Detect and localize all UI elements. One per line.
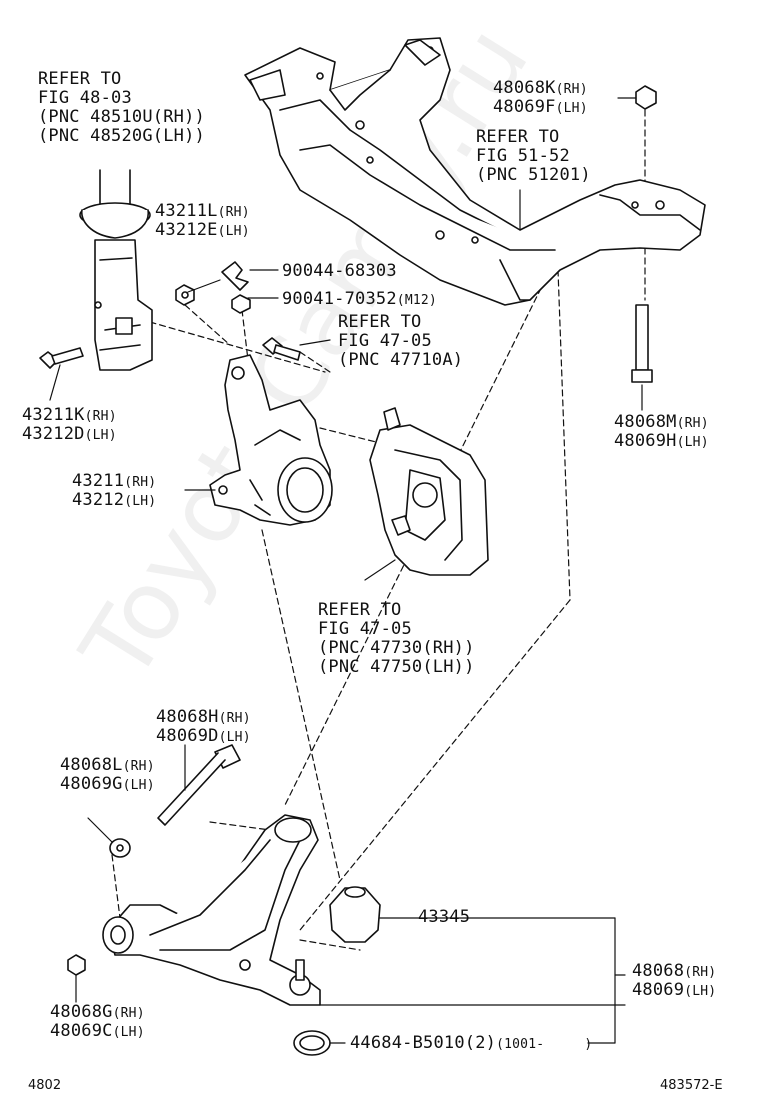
brake-bolt-ref-line-1: REFER TO <box>338 312 422 332</box>
strut-ref-line-2: FIG 48-03 <box>38 88 132 108</box>
footer-figure-id: 483572-E <box>660 1078 723 1093</box>
label-90041: 90041-70352(M12) <box>282 289 437 309</box>
caliper-ref-line-3: (PNC 47730(RH)) <box>318 638 475 658</box>
strut-nut <box>175 284 195 306</box>
top-nut <box>635 85 657 110</box>
label-48069G: 48069G(LH) <box>60 774 155 794</box>
label-48068G: 48068G(RH) <box>50 1002 145 1022</box>
label-43212E: 43212E(LH) <box>155 220 250 240</box>
label-48069H: 48069H(LH) <box>614 431 709 451</box>
label-43212: 43212(LH) <box>72 490 157 510</box>
label-43211L: 43211L(RH) <box>155 201 250 221</box>
strut-ref-line-1: REFER TO <box>38 69 122 89</box>
strut <box>79 169 153 371</box>
bushing <box>329 886 381 943</box>
label-43212D: 43212D(LH) <box>22 424 117 444</box>
label-48068H: 48068H(RH) <box>156 707 251 727</box>
caliper-ref-line-2: FIG 47-05 <box>318 619 412 639</box>
label-48069C: 48069C(LH) <box>50 1021 145 1041</box>
label-44684: 44684-B5010(2)(1001- ) <box>350 1033 593 1053</box>
brake-bolt-ref-line-2: FIG 47-05 <box>338 331 432 351</box>
leader-lines <box>49 97 643 1044</box>
label-43345: 43345 <box>418 907 471 927</box>
strut-ref-line-4: (PNC 48520G(LH)) <box>38 126 205 146</box>
strut-bolt <box>39 347 84 369</box>
steering-knuckle <box>209 354 333 526</box>
brake-bolt <box>262 337 301 361</box>
label-48068M: 48068M(RH) <box>614 412 709 432</box>
footer-page-code: 4802 <box>28 1078 62 1093</box>
brake-caliper <box>369 407 489 576</box>
label-48068: 48068(RH) <box>632 961 717 981</box>
brake-bolt-ref-line-3: (PNC 47710A) <box>338 350 464 370</box>
label-90044: 90044-68303 <box>282 261 397 281</box>
lower-control-arm <box>102 814 321 1006</box>
arm-bolt <box>157 744 241 826</box>
crossmember <box>244 37 706 306</box>
label-48068L: 48068L(RH) <box>60 755 155 775</box>
crossmember-ref-line-1: REFER TO <box>476 127 560 147</box>
washer <box>109 838 131 858</box>
label-48069: 48069(LH) <box>632 980 717 1000</box>
label-43211K: 43211K(RH) <box>22 405 117 425</box>
label-43211: 43211(RH) <box>72 471 157 491</box>
strut-ref-line-3: (PNC 48510U(RH)) <box>38 107 205 127</box>
arm-nut <box>67 954 86 976</box>
label-48069D: 48069D(LH) <box>156 726 251 746</box>
dashed-guide-lines <box>111 109 646 951</box>
mount-bolt <box>631 304 653 383</box>
caliper-ref-line-4: (PNC 47750(LH)) <box>318 657 475 677</box>
label-48069F: 48069F(LH) <box>493 97 588 117</box>
label-48068K: 48068K(RH) <box>493 78 588 98</box>
crossmember-ref-line-2: FIG 51-52 <box>476 146 570 166</box>
crossmember-ref-line-3: (PNC 51201) <box>476 165 591 185</box>
snap-ring <box>293 1030 331 1056</box>
clip-and-nut <box>221 261 251 314</box>
caliper-ref-line-1: REFER TO <box>318 600 402 620</box>
